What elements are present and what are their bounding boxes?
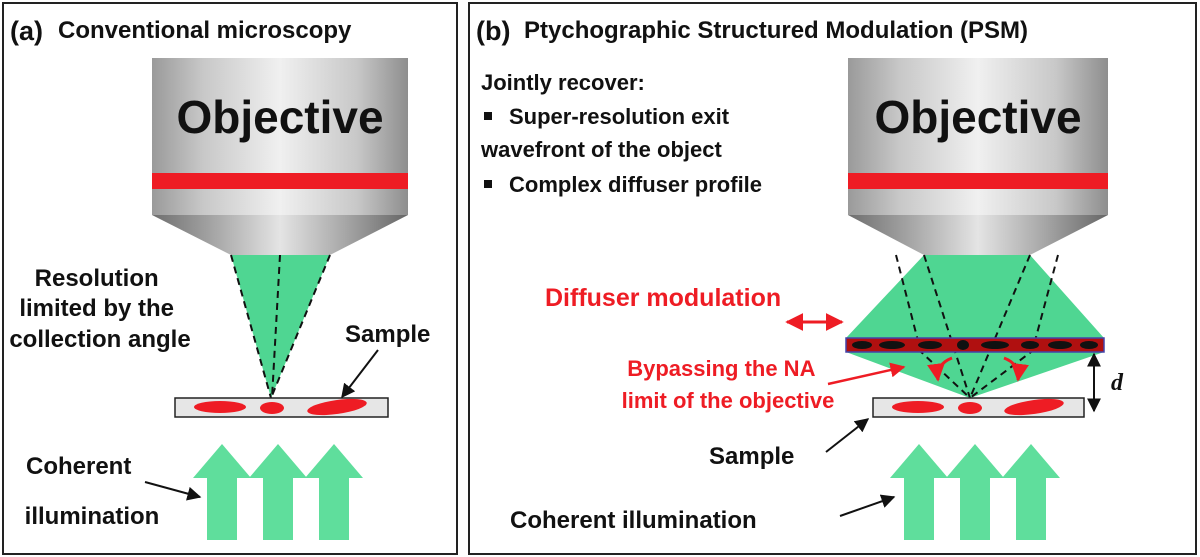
panel-b-frame xyxy=(468,2,1197,555)
panel-b: (b) Ptychographic Structured Modulation … xyxy=(468,2,1197,555)
bypass-text: Bypassing the NA limit of the objective xyxy=(622,356,835,413)
diffuser-layer xyxy=(845,337,1105,353)
illumination-text-a: Coherent illumination xyxy=(25,453,160,530)
objective-a-label: Objective xyxy=(176,91,383,143)
resolution-line-2: limited by the xyxy=(19,295,174,322)
objective-b: Objective xyxy=(848,58,1108,255)
resolution-line-3: collection angle xyxy=(9,326,190,353)
resolution-text: Resolution limited by the collection ang… xyxy=(9,265,190,353)
collection-cone-a xyxy=(231,255,330,398)
panel-a-title: Conventional microscopy xyxy=(58,17,352,44)
objective-a-red-ring xyxy=(152,173,408,189)
bypass-line-1: Bypassing the NA xyxy=(627,356,815,381)
recover-heading: Jointly recover: xyxy=(481,70,645,95)
sample-label-a: Sample xyxy=(345,321,430,348)
recover-item-1: Super-resolution exit xyxy=(509,104,730,129)
illumination-arrows-b xyxy=(890,444,1060,540)
bullet-icon xyxy=(484,180,492,188)
illumination-line-1: Coherent xyxy=(26,453,131,480)
objective-b-label: Objective xyxy=(874,91,1081,143)
panel-b-label: (b) xyxy=(476,16,510,46)
distance-label: d xyxy=(1111,370,1124,396)
illumination-label-b: Coherent illumination xyxy=(510,507,757,534)
panel-b-title: Ptychographic Structured Modulation (PSM… xyxy=(524,17,1028,44)
recover-item-2: Complex diffuser profile xyxy=(509,172,762,197)
resolution-line-1: Resolution xyxy=(35,265,159,292)
bullet-icon xyxy=(484,112,492,120)
objective-b-red-ring xyxy=(848,173,1108,189)
recover-item-1-cont: wavefront of the object xyxy=(480,137,722,162)
illumination-line-2: illumination xyxy=(25,503,160,530)
objective-a: Objective xyxy=(152,58,408,255)
sample-slide-b xyxy=(872,397,1085,418)
bypass-line-2: limit of the objective xyxy=(622,388,835,413)
panel-a-frame xyxy=(2,2,458,555)
panel-a-label: (a) xyxy=(10,16,43,46)
sample-slide-a xyxy=(174,397,389,418)
collection-region-b xyxy=(846,255,1104,398)
diffuser-modulation-label: Diffuser modulation xyxy=(545,284,781,312)
illumination-arrows-a xyxy=(193,444,363,540)
panel-a: (a) Conventional microscopy Objective Re… xyxy=(2,2,458,555)
sample-label-b: Sample xyxy=(709,443,794,470)
scatter-arrow-right xyxy=(1003,356,1029,382)
scatter-arrow-left xyxy=(927,356,953,382)
